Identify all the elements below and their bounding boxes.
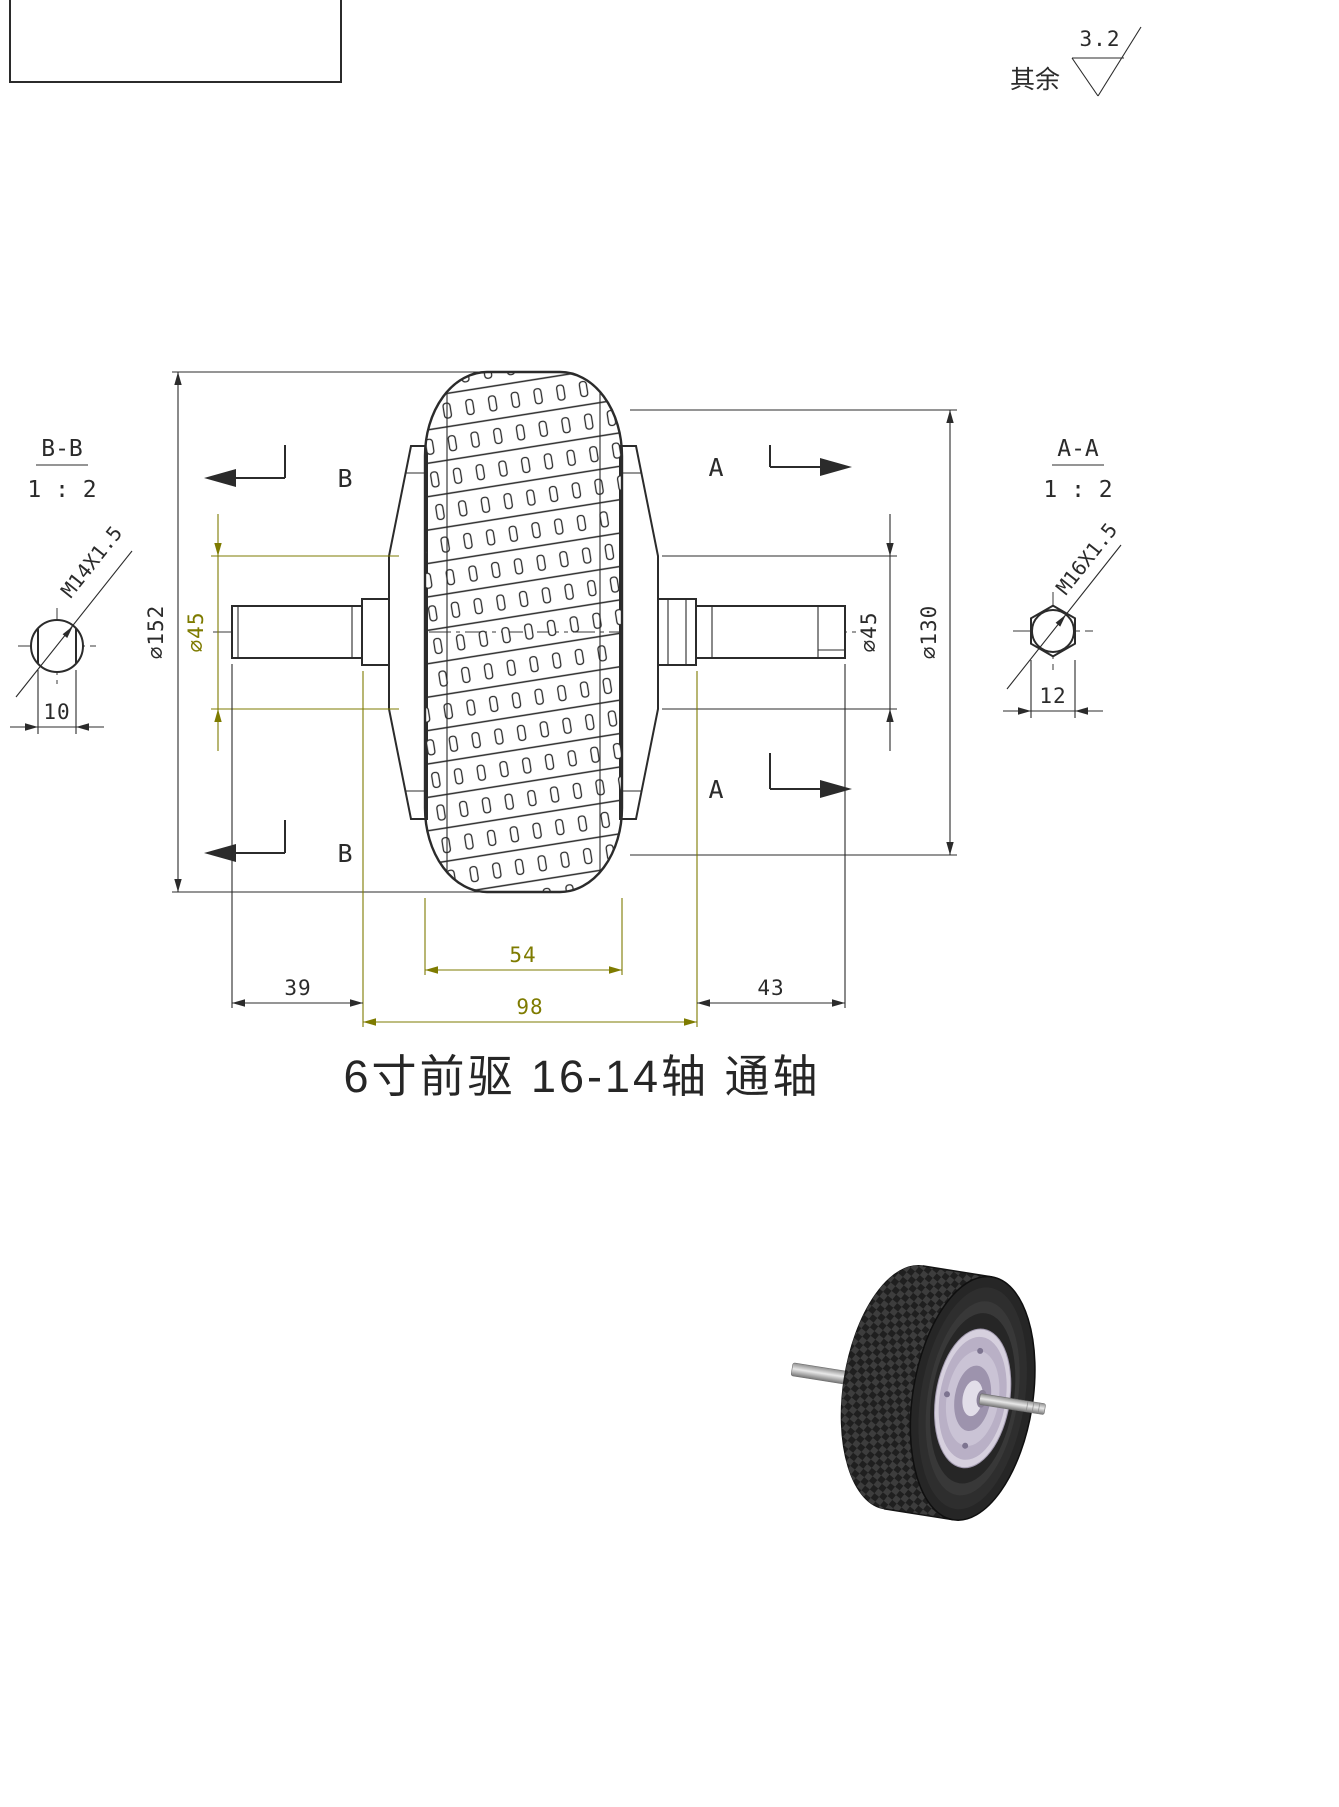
dim-left-step-dia: ∅45 (184, 514, 399, 751)
dim-tire-width: 54 (424, 898, 623, 975)
aa-dim-12: 12 (1003, 660, 1103, 718)
dim-right-step-dia: ∅45 (662, 514, 897, 751)
left-hub (361, 445, 428, 820)
section-view-bb: B-B 1 : 2 M14X1.5 10 (10, 436, 133, 734)
dim-rim-dia-label: ∅130 (917, 605, 941, 660)
frame-corner (9, 0, 342, 83)
dim-left-step-dia-label: ∅45 (184, 612, 208, 653)
cut-arrow-a-bottom: A (708, 753, 852, 804)
section-aa-scale: 1 : 2 (1043, 477, 1112, 503)
dim-left-shaft-length: 39 (231, 664, 363, 1008)
surface-roughness-note: 其余 3.2 (1010, 26, 1142, 97)
shaft-right-3d: } (976, 1389, 1046, 1415)
hub-3d (934, 1328, 1012, 1469)
cut-arrow-b-top: B (204, 445, 353, 493)
bb-dim-10-label: 10 (43, 700, 70, 724)
dim-tire-width-label: 54 (509, 943, 536, 967)
cut-label-b-top: B (337, 464, 352, 493)
dim-rim-dia: ∅130 (630, 409, 957, 856)
dim-outer-dia: ∅152 (144, 371, 485, 893)
section-aa-title: A-A (1057, 436, 1099, 462)
section-bb-title: B-B (41, 436, 83, 462)
tire (423, 370, 624, 894)
bb-dim-10: 10 (10, 670, 104, 734)
right-hub (619, 445, 697, 820)
tire-shoulder-lines (446, 372, 601, 892)
bb-leader-arrow (62, 626, 73, 638)
dim-left-shaft-length-label: 39 (284, 976, 311, 1000)
aa-dim-12-label: 12 (1039, 684, 1066, 708)
main-view: B B A A ∅152 (144, 370, 957, 1027)
roughness-value: 3.2 (1080, 27, 1121, 51)
frame-corner-lines (9, 0, 342, 83)
wheel-3d-render: } (790, 1265, 1046, 1521)
dim-hub-width-label: 98 (516, 995, 543, 1019)
right-shaft (695, 605, 846, 659)
cut-label-a-top: A (708, 453, 723, 482)
cut-label-b-bottom: B (337, 839, 352, 868)
cut-label-a-bottom: A (708, 775, 723, 804)
tire-outline (423, 370, 624, 894)
bb-thread-callout: M14X1.5 (15, 521, 133, 698)
dim-hub-width: 98 (362, 671, 698, 1027)
dim-right-step-dia-label: ∅45 (857, 612, 881, 653)
drawing-title: 6寸前驱 16-14轴 通轴 (343, 1051, 820, 1102)
dim-right-shaft-length: 43 (697, 664, 846, 1008)
bb-thread-label: M14X1.5 (56, 521, 127, 602)
dim-outer-dia-label: ∅152 (144, 605, 168, 660)
section-bb-scale: 1 : 2 (27, 477, 96, 503)
roughness-icon (1071, 26, 1142, 97)
roughness-note-label: 其余 (1010, 66, 1060, 94)
aa-leader-arrow (1055, 614, 1066, 627)
dim-right-shaft-length-label: 43 (757, 976, 784, 1000)
aa-thread-label: M16X1.5 (1051, 518, 1122, 599)
left-shaft (231, 605, 363, 659)
cut-arrow-b-bottom: B (204, 820, 353, 868)
section-view-aa: A-A 1 : 2 M16X1.5 12 (1003, 436, 1122, 718)
cut-arrow-a-top: A (708, 445, 852, 482)
aa-thread-callout: M16X1.5 (1006, 518, 1122, 690)
